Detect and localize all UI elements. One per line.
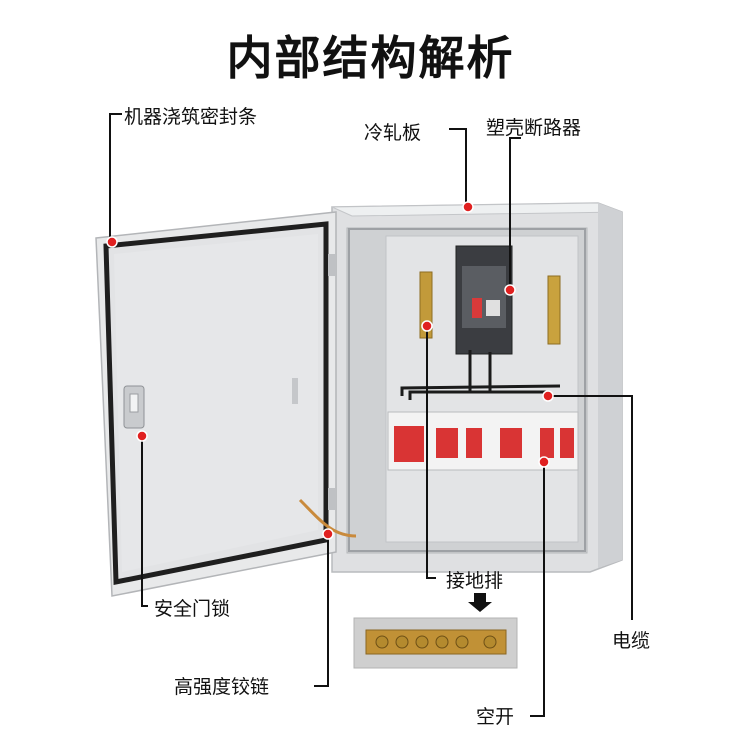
cabinet-door — [95, 211, 357, 597]
label-door-lock: 安全门锁 — [154, 598, 231, 620]
label-hinge: 高强度铰链 — [174, 676, 270, 698]
page-title: 内部结构解析 — [226, 31, 515, 85]
label-seal: 机器浇筑密封条 — [124, 106, 258, 128]
red-markers — [106, 201, 554, 540]
cable-bundle — [400, 350, 561, 400]
label-cold-plate: 冷轧板 — [364, 122, 422, 144]
down-arrow-icon — [468, 593, 492, 612]
label-mccb: 塑壳断路器 — [486, 117, 582, 139]
label-ground-bar: 接地排 — [446, 570, 504, 592]
label-breaker: 空开 — [476, 706, 515, 728]
ground-bar-photo — [353, 617, 518, 669]
mini-breaker-row — [387, 411, 579, 471]
leader-lines — [109, 113, 633, 717]
mccb-breaker — [455, 245, 513, 355]
label-cable: 电缆 — [612, 630, 651, 652]
